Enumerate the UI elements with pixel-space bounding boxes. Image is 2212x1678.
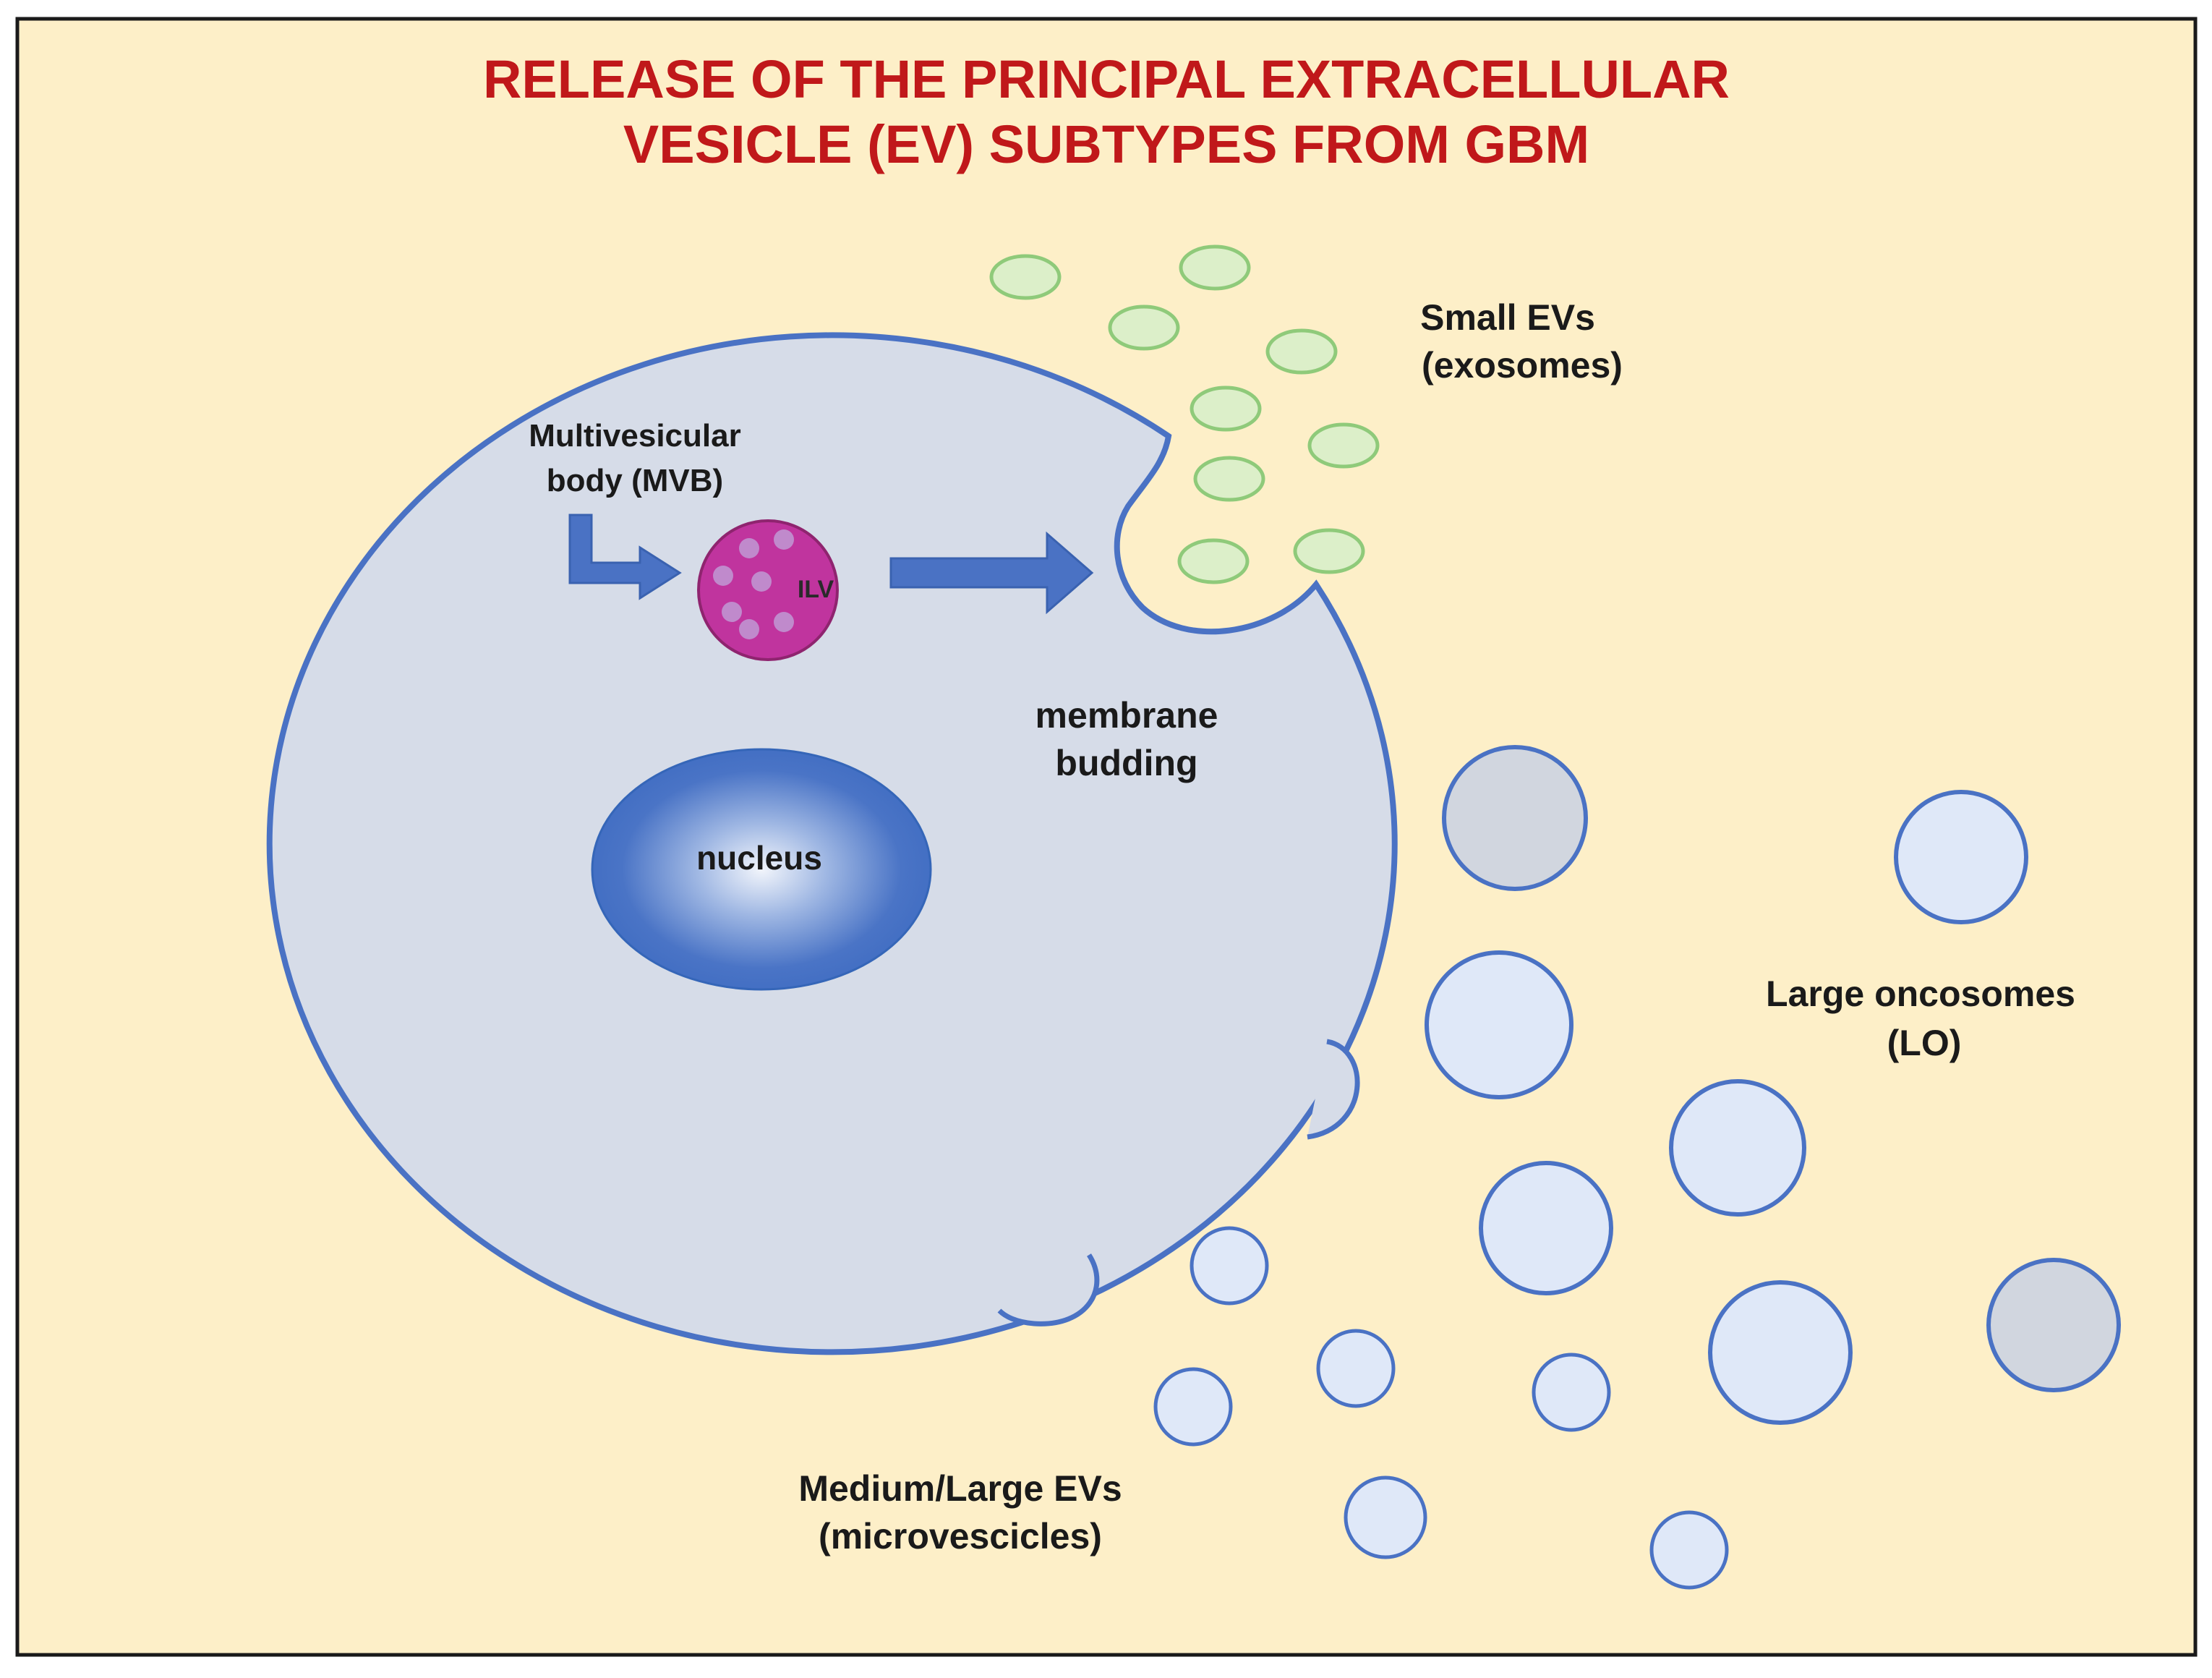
large-oncosomes-label-line-1: Large oncosomes: [1766, 974, 2075, 1014]
nucleus-label: nucleus: [696, 839, 822, 877]
microvesicle: [1344, 1475, 1427, 1559]
ilv-dot: [774, 612, 794, 632]
exosome: [1293, 528, 1365, 574]
ilv-dot: [774, 529, 794, 550]
mvb-label-line-2: body (MVB): [547, 463, 723, 498]
ilv-dot: [739, 538, 759, 558]
small-evs-label-line-1: Small EVs: [1420, 297, 1595, 338]
large-oncosome: [1425, 950, 1573, 1099]
small-evs-label-line-2: (exosomes): [1422, 345, 1623, 386]
exosome: [1307, 422, 1380, 469]
ilv-label: ILV: [798, 576, 834, 603]
microvesicle: [1532, 1353, 1611, 1432]
large-oncosome: [1479, 1161, 1613, 1295]
medium-large-evs-label-line-1: Medium/Large EVs: [798, 1468, 1122, 1509]
membrane-bud: [997, 1253, 1100, 1326]
ilv-dot: [751, 571, 772, 592]
mvb-label-line-1: Multivesicular: [529, 418, 740, 453]
multivesicular-body: [697, 519, 839, 661]
large-oncosome: [1442, 745, 1588, 891]
microvesicle: [1316, 1329, 1396, 1408]
medium-large-evs-label-line-2: (microvescicles): [819, 1516, 1102, 1556]
title-line-2: VESICLE (EV) SUBTYPES FROM GBM: [623, 114, 1589, 174]
ilv-dot: [713, 566, 733, 586]
large-oncosome-group: [1425, 745, 2121, 1425]
microvesicle: [1649, 1510, 1729, 1590]
microvesicle: [1190, 1226, 1269, 1306]
nucleus: [591, 748, 932, 991]
exosome: [1177, 538, 1250, 584]
large-oncosome: [1894, 790, 2028, 924]
budding-label-line-1: membrane: [1035, 695, 1218, 736]
bent-arrow-icon: [568, 514, 682, 600]
large-oncosome: [1669, 1079, 1806, 1217]
budding-label-line-2: budding: [1055, 743, 1197, 783]
exosome-group: [989, 244, 1380, 584]
large-oncosome: [1708, 1280, 1853, 1425]
title-line-1: RELEASE OF THE PRINCIPAL EXTRACELLULAR: [483, 49, 1730, 109]
membrane-bud: [1307, 1039, 1360, 1140]
microvesicle-group: [1153, 1226, 1729, 1590]
exosome: [1190, 386, 1262, 432]
ilv-dot: [739, 619, 759, 639]
exosome: [1193, 456, 1265, 502]
right-arrow-icon: [889, 531, 1094, 615]
ilv-dot: [722, 602, 742, 622]
exosome: [989, 254, 1062, 300]
large-oncosomes-label-line-2: (LO): [1887, 1023, 1962, 1063]
exosome: [1265, 328, 1338, 375]
exosome: [1108, 304, 1180, 351]
exosome: [1179, 244, 1251, 291]
large-oncosome: [1986, 1258, 2121, 1392]
microvesicle: [1153, 1367, 1233, 1447]
